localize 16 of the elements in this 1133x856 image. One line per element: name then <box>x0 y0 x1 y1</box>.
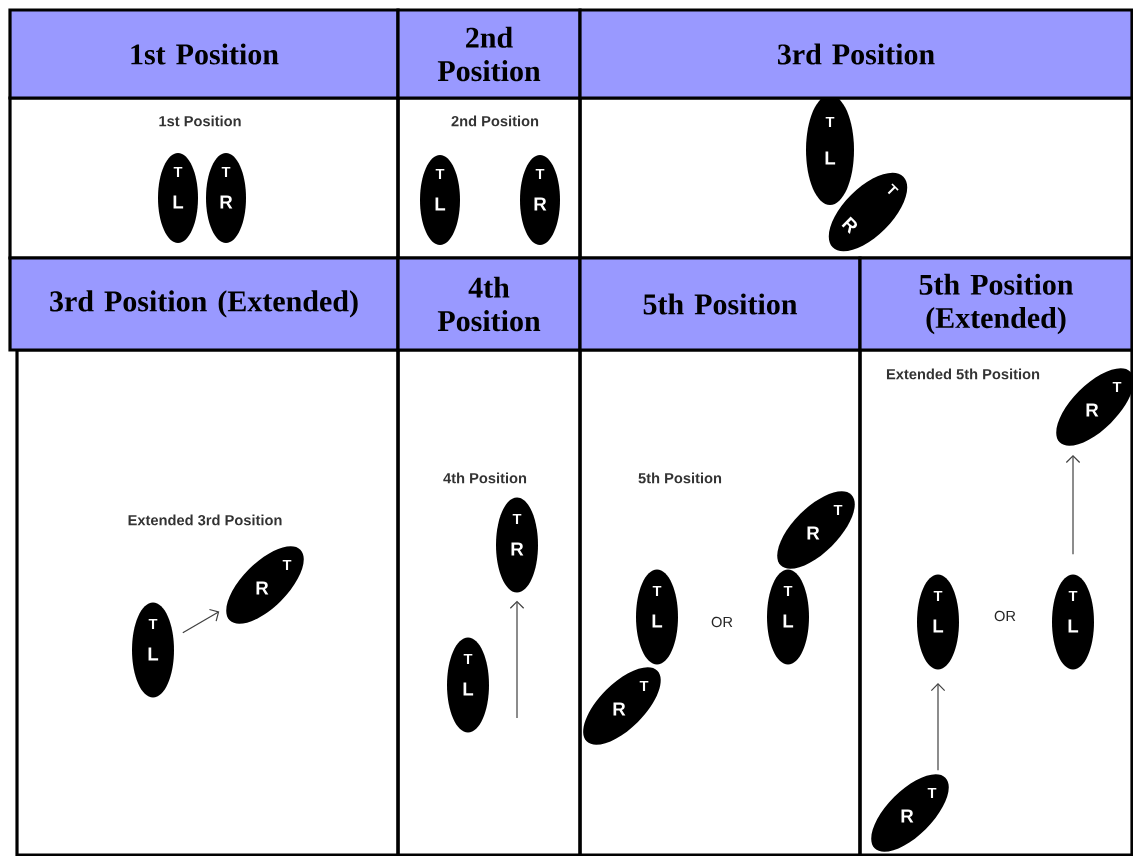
header-cell: 2nd Position <box>396 8 582 100</box>
header-cell: 4th Position <box>396 256 582 352</box>
caption: 5th Position <box>638 472 722 484</box>
or-label: OR <box>994 610 1016 622</box>
caption: Extended 3rd Position <box>128 514 282 526</box>
arrow <box>1065 455 1081 555</box>
or-label: OR <box>711 616 733 628</box>
caption: 4th Position <box>443 472 527 484</box>
arrow <box>509 600 525 719</box>
arrow <box>930 683 946 771</box>
header-cell: 5th Position <box>578 256 862 352</box>
caption: 2nd Position <box>451 115 539 127</box>
arrow <box>182 608 220 634</box>
caption: 1st Position <box>159 115 241 127</box>
header-cell: 5th Position (Extended) <box>858 256 1133 352</box>
caption: Extended 5th Position <box>887 368 1040 380</box>
